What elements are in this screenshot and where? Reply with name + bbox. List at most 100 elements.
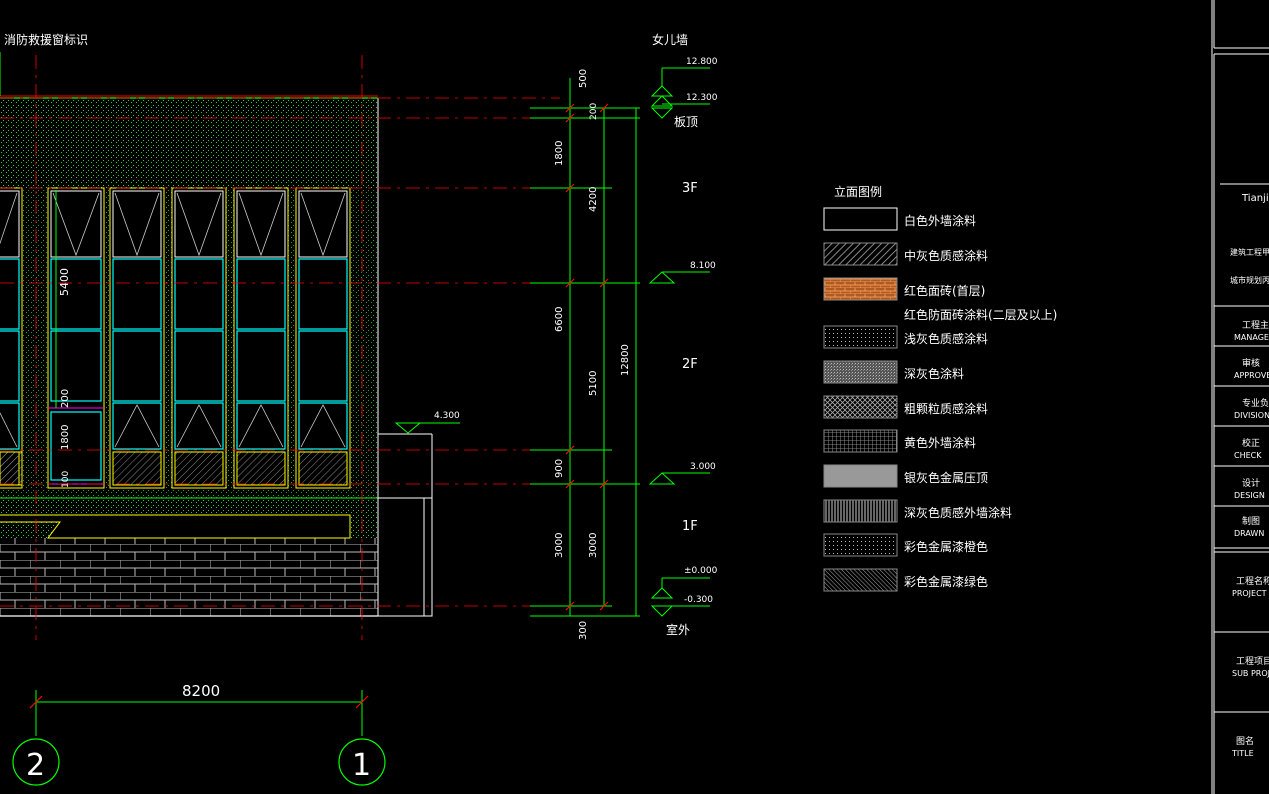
- svg-text:设计: 设计: [1242, 477, 1260, 489]
- title-row-10: 图名 TITLE: [1231, 735, 1254, 758]
- legend-swatch-7: [823, 429, 898, 453]
- level-12800: 12.800: [686, 57, 718, 67]
- title-row-1: 城市规划丙级: [1230, 275, 1269, 285]
- svg-text:CHECK: CHECK: [1234, 451, 1262, 460]
- legend-label-7: 黄色外墙涂料: [904, 435, 976, 450]
- legend-item-9: 深灰色质感外墙涂料: [823, 499, 1012, 523]
- span-dim-8200: 8200: [182, 682, 220, 700]
- dim-300: 300: [578, 621, 589, 640]
- svg-text:DRAWN: DRAWN: [1234, 529, 1264, 538]
- svg-text:城市规划丙级: 城市规划丙级: [1230, 275, 1269, 285]
- svg-text:审核: 审核: [1242, 357, 1260, 369]
- svg-text:TITLE: TITLE: [1231, 749, 1254, 758]
- span-dimension: 8200: [29, 682, 369, 736]
- level-markers: [394, 67, 710, 617]
- level-8100: 8.100: [690, 261, 716, 271]
- dim-200: 200: [589, 103, 599, 120]
- axis-label-2: 2: [26, 748, 45, 783]
- legend-label-6: 粗颗粒质感涂料: [904, 401, 988, 416]
- window-dim-200: 200: [60, 389, 71, 408]
- level-3000: 3.000: [690, 462, 716, 472]
- legend-swatch-11: [823, 568, 898, 592]
- parapet-label: 女儿墙: [652, 32, 688, 47]
- axis-label-1: 1: [352, 748, 371, 783]
- dimension-chain: 500 1800 6600 900 3000 300 200 4200 5100…: [530, 69, 640, 640]
- legend-label-2: 红色面砖(首层): [904, 283, 985, 298]
- legend-label-5: 深灰色涂料: [904, 366, 964, 381]
- svg-text:DIVISION /HO: DIVISION /HO: [1234, 411, 1269, 420]
- title-row-0: 建筑工程甲级: [1230, 247, 1269, 257]
- svg-text:专业负责人: 专业负责人: [1242, 397, 1269, 409]
- svg-text:建筑工程甲级: 建筑工程甲级: [1230, 247, 1269, 257]
- title-row-5: 校正 CHECK: [1234, 437, 1262, 460]
- title-row-3: 审核 APPROVE: [1234, 357, 1269, 380]
- company-name: Tianji: [1241, 193, 1269, 204]
- window-dim-5400: 5400: [58, 268, 71, 296]
- title-row-6: 设计 DESIGN: [1234, 477, 1265, 500]
- window-1: [109, 187, 165, 489]
- legend-item-10: 彩色金属漆橙色: [823, 533, 988, 557]
- window-0: [0, 187, 23, 489]
- level-4300: 4.300: [434, 411, 460, 421]
- dim-6600: 6600: [554, 307, 565, 332]
- axis-bubbles: 2 1: [12, 738, 386, 786]
- outdoor-label: 室外: [666, 622, 690, 637]
- level-minus-300: -0.300: [684, 595, 713, 605]
- legend-item-11: 彩色金属漆绿色: [823, 568, 988, 592]
- svg-text:DESIGN: DESIGN: [1234, 491, 1265, 500]
- title-row-8: 工程名称 PROJECT: [1232, 575, 1269, 598]
- axis-bubble-2: [12, 738, 60, 786]
- dim-1800: 1800: [554, 141, 565, 166]
- legend-swatch-6: [823, 395, 898, 419]
- legend-swatch-4: [823, 325, 898, 349]
- svg-text:MANAGER: MANAGER: [1234, 333, 1269, 342]
- floor-3f: 3F: [682, 181, 698, 196]
- window-dim-100: 100: [61, 471, 71, 488]
- title-row-7: 制图 DRAWN: [1234, 515, 1264, 538]
- svg-text:工程名称: 工程名称: [1236, 575, 1269, 587]
- svg-text:制图: 制图: [1242, 515, 1260, 527]
- svg-text:APPROVE: APPROVE: [1234, 371, 1269, 380]
- top-label: 消防救援窗标识: [4, 32, 88, 47]
- window-2: [171, 187, 227, 489]
- legend-label-10: 彩色金属漆橙色: [904, 539, 988, 554]
- legend-label-4: 浅灰色质感涂料: [904, 331, 988, 346]
- legend-item-3: 红色防面砖涂料(二层及以上): [904, 307, 1057, 322]
- legend-swatch-10: [823, 533, 898, 557]
- dim-500: 500: [578, 69, 589, 88]
- legend-label-11: 彩色金属漆绿色: [904, 574, 988, 589]
- legend: 立面图例 白色外墙涂料中灰色质感涂料红色面砖(首层)红色防面砖涂料(二层及以上)…: [823, 184, 1057, 592]
- building-facade: 5400 200 1800 100: [0, 95, 433, 617]
- title-row-2: 工程主持人 MANAGER: [1234, 319, 1269, 342]
- legend-item-0: 白色外墙涂料: [823, 207, 976, 231]
- dim-12800: 12800: [620, 344, 631, 376]
- level-12300: 12.300: [686, 93, 718, 103]
- legend-label-8: 银灰色金属压顶: [904, 470, 988, 485]
- dim-3000b: 3000: [588, 533, 599, 558]
- window-4: [295, 187, 351, 489]
- legend-swatch-2: [823, 277, 898, 301]
- window-special: [47, 187, 105, 489]
- svg-text:SUB PROJE: SUB PROJE: [1232, 669, 1269, 678]
- svg-text:工程主持人: 工程主持人: [1242, 319, 1269, 331]
- annex-wall: [377, 497, 433, 617]
- svg-text:工程项目: 工程项目: [1236, 656, 1269, 667]
- svg-text:PROJECT: PROJECT: [1232, 589, 1267, 598]
- window-3: [233, 187, 289, 489]
- roof-label: 板顶: [674, 115, 698, 129]
- svg-text:校正: 校正: [1242, 437, 1260, 449]
- legend-label-0: 白色外墙涂料: [904, 213, 976, 228]
- svg-text:图名: 图名: [1236, 735, 1254, 747]
- legend-label-9: 深灰色质感外墙涂料: [904, 505, 1012, 520]
- axis-bubble-1: [338, 738, 386, 786]
- legend-label-1: 中灰色质感涂料: [904, 248, 988, 263]
- legend-swatch-1: [823, 242, 898, 266]
- legend-item-6: 粗颗粒质感涂料: [823, 395, 988, 419]
- upper-wall-band: [0, 98, 378, 188]
- entrance-canopy: [0, 514, 351, 539]
- legend-swatch-9: [823, 499, 898, 523]
- legend-item-5: 深灰色涂料: [823, 360, 964, 384]
- legend-item-7: 黄色外墙涂料: [823, 429, 976, 453]
- legend-swatch-8: [823, 464, 898, 488]
